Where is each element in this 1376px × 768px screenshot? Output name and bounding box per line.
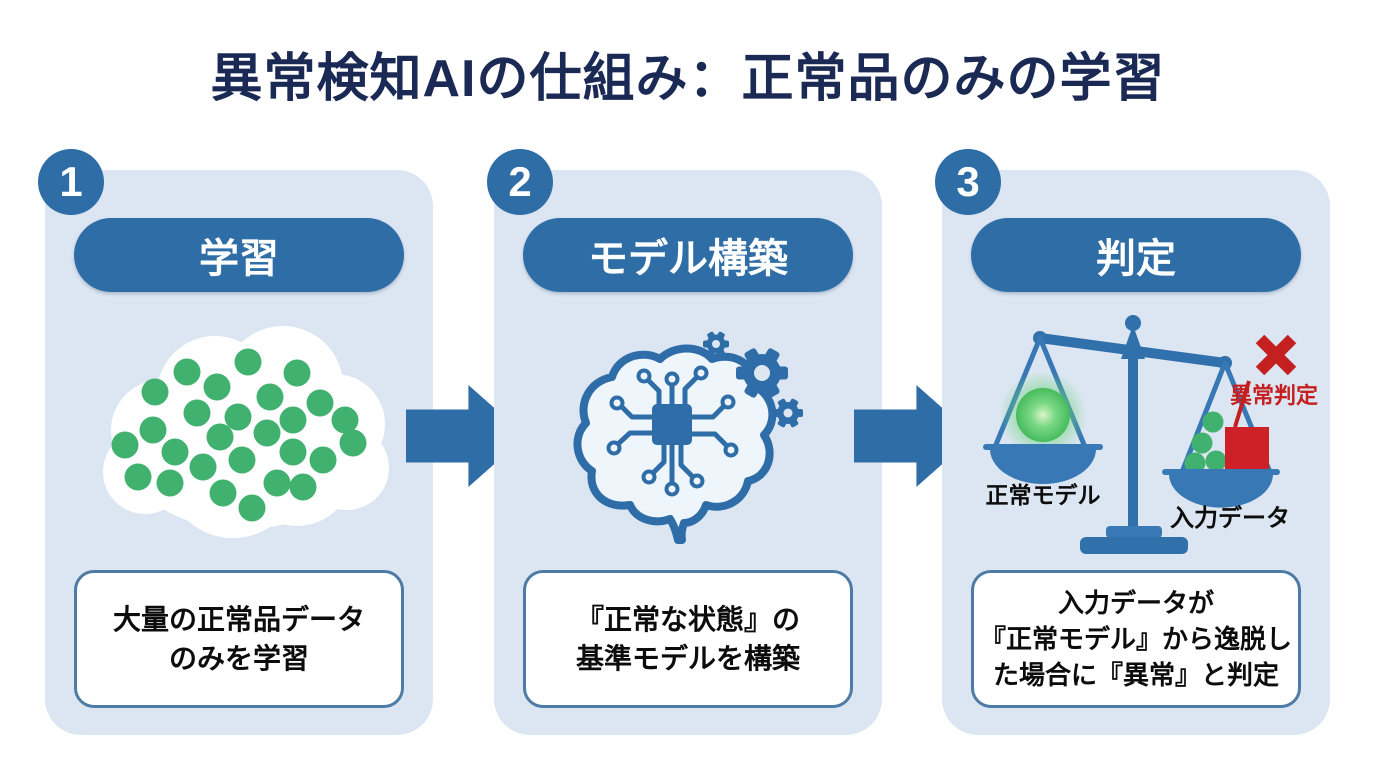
normal-model-sphere — [1016, 388, 1070, 442]
right-pan-label: 入力データ — [1170, 504, 1290, 532]
step-header-learning: 学習 — [74, 218, 404, 292]
brain-circuit-gears-icon — [566, 325, 810, 565]
step-caption-model-building: 『正常な状態』の 基準モデルを構築 — [523, 570, 853, 708]
step-header-judgment: 判定 — [971, 218, 1301, 292]
normal-data-dots — [111, 348, 367, 522]
step-panel-learning: 1 学習 — [38, 149, 433, 735]
gear-icon — [703, 331, 803, 428]
step-caption-learning: 大量の正常品データ のみを学習 — [74, 570, 404, 708]
right-pan — [1162, 360, 1280, 508]
anomaly-square — [1225, 427, 1269, 473]
normal-data-cloud-icon — [83, 322, 395, 547]
step-number-badge: 3 — [935, 149, 1001, 215]
anomaly-cross-icon — [1255, 334, 1297, 376]
left-pan — [983, 335, 1103, 484]
balance-scale-icon: 異常判定 正常モデル 入力データ — [958, 315, 1328, 568]
step-caption-judgment: 入力データが 『正常モデル』から逸脱し た場合に『異常』と判定 — [971, 570, 1301, 708]
step-panel-judgment: 3 判定 — [935, 149, 1330, 735]
step-header-model-building: モデル構築 — [523, 218, 853, 292]
step-panel-model-building: 2 モデル構築 — [487, 149, 882, 735]
anomaly-label: 異常判定 — [1230, 383, 1318, 408]
page-title: 異常検知AIの仕組み：正常品のみの学習 — [210, 50, 1166, 108]
step-number-badge: 2 — [487, 149, 553, 215]
step-number-badge: 1 — [38, 149, 104, 215]
left-pan-label: 正常モデル — [986, 482, 1101, 508]
